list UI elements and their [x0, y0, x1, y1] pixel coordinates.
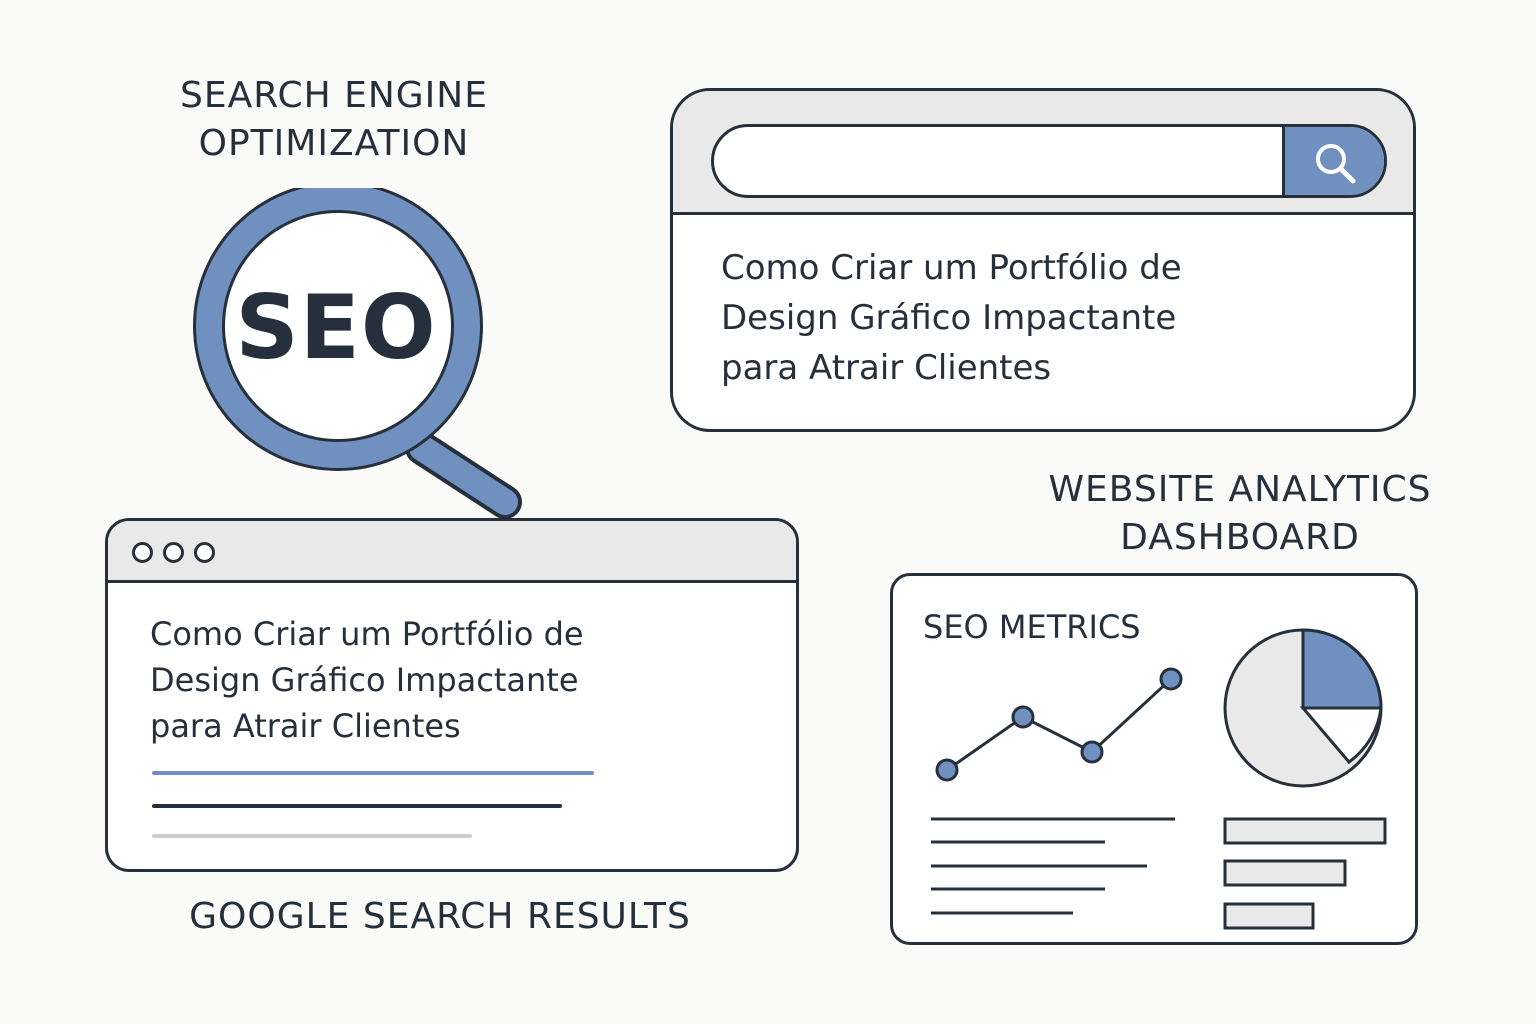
pie-slice: [1299, 706, 1383, 765]
browser-window: Como Criar um Portfólio de Design Gráfic…: [105, 518, 799, 872]
result-title-line: para Atrair Clientes: [150, 707, 461, 745]
search-title-line: para Atrair Clientes: [721, 348, 1052, 388]
dashboard-graphics: [931, 628, 1387, 930]
dashboard-title: SEO METRICS: [923, 608, 1141, 646]
seo-caption: SEARCH ENGINE OPTIMIZATION: [124, 72, 544, 168]
seo-label: SEO: [235, 276, 437, 379]
magnifier-icon: [193, 188, 522, 519]
search-title-line: Como Criar um Portfólio de: [721, 248, 1182, 288]
line-chart-point: [1080, 740, 1104, 764]
line-chart-point: [1011, 705, 1035, 729]
bar-block-group: [1223, 817, 1387, 930]
analytics-caption-line2: DASHBOARD: [1120, 517, 1360, 558]
line-chart-point: [1159, 667, 1183, 691]
line-chart-point: [935, 758, 959, 782]
bar-block: [1223, 859, 1347, 887]
search-card-header: [673, 91, 1413, 215]
window-control-dot[interactable]: [163, 542, 184, 563]
pie-slice: [1301, 628, 1383, 710]
search-button[interactable]: [1282, 127, 1384, 195]
bar-block: [1223, 902, 1315, 930]
window-control-dot[interactable]: [132, 542, 153, 563]
search-input[interactable]: [714, 127, 1284, 195]
search-result-title[interactable]: Como Criar um Portfólio de Design Gráfic…: [721, 243, 1182, 393]
search-icon: [1316, 144, 1356, 184]
pie-chart: [1223, 628, 1383, 788]
line-chart: [935, 667, 1183, 782]
result-title-line: Design Gráfico Impactante: [150, 661, 579, 699]
text-line-group: [931, 817, 1175, 915]
seo-caption-line2: OPTIMIZATION: [198, 123, 470, 164]
analytics-caption-line1: WEBSITE ANALYTICS: [1048, 469, 1432, 510]
browser-title-bar: [108, 521, 796, 583]
result-title-line: Como Criar um Portfólio de: [150, 615, 584, 653]
seo-caption-line1: SEARCH ENGINE: [180, 75, 488, 116]
result-snippet-line: [152, 834, 472, 838]
bar-block: [1223, 817, 1387, 845]
google-results-caption: GOOGLE SEARCH RESULTS: [189, 896, 691, 937]
search-bar: [711, 124, 1387, 198]
analytics-caption: WEBSITE ANALYTICS DASHBOARD: [1010, 466, 1470, 562]
search-title-line: Design Gráfico Impactante: [721, 298, 1177, 338]
result-title-link[interactable]: Como Criar um Portfólio de Design Gráfic…: [150, 611, 584, 749]
result-url-line: [152, 771, 594, 775]
analytics-dashboard: SEO METRICS: [890, 573, 1418, 945]
result-snippet-line: [152, 804, 562, 808]
window-control-dot[interactable]: [194, 542, 215, 563]
search-result-card: Como Criar um Portfólio de Design Gráfic…: [670, 88, 1416, 432]
